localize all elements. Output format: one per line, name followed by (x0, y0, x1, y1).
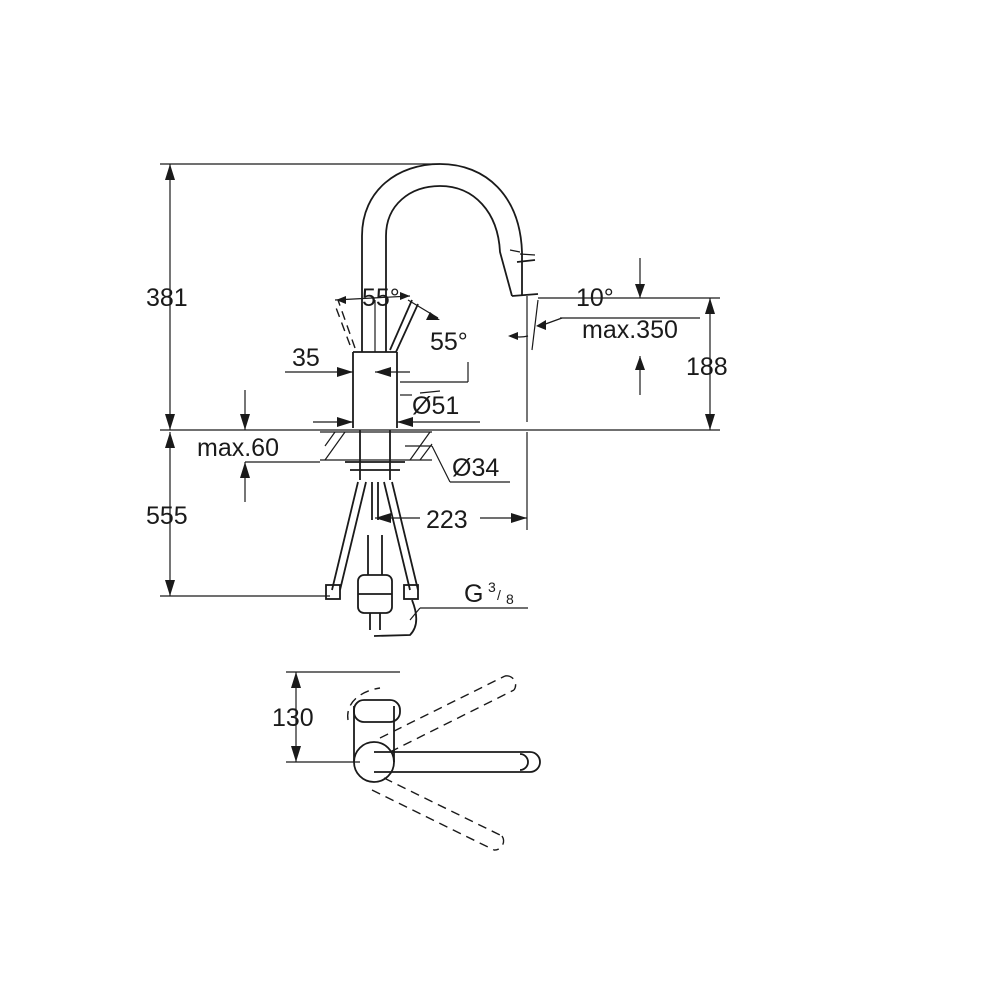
lever-angle-marks (334, 292, 440, 320)
dim-connection-thread-numerator: 3 (488, 579, 496, 595)
dim-hole-diameter (405, 445, 510, 483)
dim-connection-thread-label: G (464, 580, 483, 608)
supply-hoses (325, 481, 419, 600)
dim-spout-angle-label: 10° (576, 284, 614, 312)
dim-lever-angle-right-label: 55° (430, 328, 468, 356)
dim-total-height-label: 381 (146, 284, 188, 312)
dim-hole-diameter-label: Ø34 (452, 454, 499, 482)
dim-body-diameter-label: Ø51 (412, 392, 459, 420)
countertop-section (160, 429, 720, 480)
dim-deck-thickness-label: max.60 (197, 434, 279, 462)
spout-gooseneck (361, 163, 539, 352)
lever-handle (334, 299, 419, 353)
dim-projection-label: 223 (426, 506, 468, 534)
dim-top-view-depth-label: 130 (272, 704, 314, 732)
top-view-spout-swivel-upper (379, 675, 517, 753)
dim-projection (375, 432, 528, 530)
dim-body-offset (285, 367, 410, 377)
dim-below-deck-length (160, 432, 330, 597)
faucet-body (352, 300, 398, 428)
dim-spout-height (705, 298, 715, 430)
dim-body-diameter (313, 417, 480, 427)
dim-spout-reach-label: max.350 (582, 316, 678, 344)
dim-spout-height-label: 188 (686, 353, 728, 381)
dim-body-offset-label: 35 (292, 344, 320, 372)
spout-angle-mark (508, 296, 563, 422)
dim-connection-thread-denominator: 8 (506, 591, 514, 607)
top-view-spout-swivel-lower (371, 777, 505, 851)
dim-lever-angle-left-label: 55° (362, 284, 400, 312)
hose-weight (357, 535, 418, 637)
dim-total-height (160, 163, 440, 430)
top-view: 130 (272, 671, 541, 851)
top-view-spout (374, 751, 541, 773)
dim-top-view-depth (286, 671, 400, 763)
dim-connection-thread-slash: / (497, 587, 501, 603)
side-view: 381 55° 55° 10° max.350 188 3 (146, 163, 728, 637)
dim-below-deck-length-label: 555 (146, 502, 188, 530)
dim-deck-thickness (240, 390, 320, 502)
top-view-body (347, 687, 401, 783)
dim-connection-thread: G 3 / 8 (409, 579, 528, 621)
dim-spout-marker-arrows (635, 258, 645, 395)
